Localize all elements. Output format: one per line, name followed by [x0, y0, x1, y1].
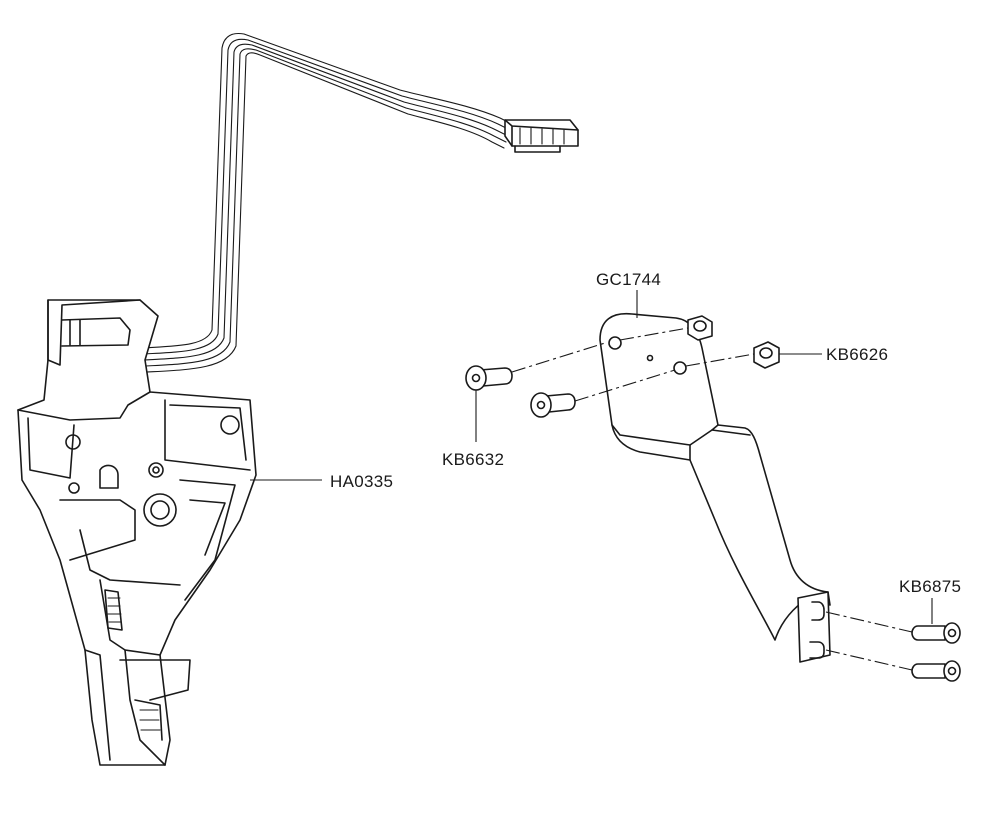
ribbon-cable — [117, 32, 513, 375]
part-kb6875-screws — [911, 622, 961, 682]
screw-lower — [530, 392, 576, 418]
label-gc1744: GC1744 — [596, 270, 661, 289]
label-kb6626: KB6626 — [826, 345, 888, 364]
cap-screw-lower — [911, 660, 961, 682]
label-kb6875: KB6875 — [899, 577, 961, 596]
part-kb6626-nuts — [687, 315, 780, 369]
label-ha0335: HA0335 — [330, 472, 393, 491]
assembly-centerlines — [511, 327, 913, 671]
nut-lower — [753, 341, 780, 369]
part-ha0335-housing — [17, 32, 579, 766]
cable-connector — [504, 119, 579, 153]
screw-upper — [465, 365, 513, 391]
nut-upper — [687, 315, 713, 341]
part-kb6632-screws — [465, 365, 576, 418]
part-gc1744-bracket — [599, 312, 831, 663]
leader-lines — [250, 290, 933, 624]
label-kb6632: KB6632 — [442, 450, 504, 469]
cap-screw-upper — [911, 622, 961, 644]
